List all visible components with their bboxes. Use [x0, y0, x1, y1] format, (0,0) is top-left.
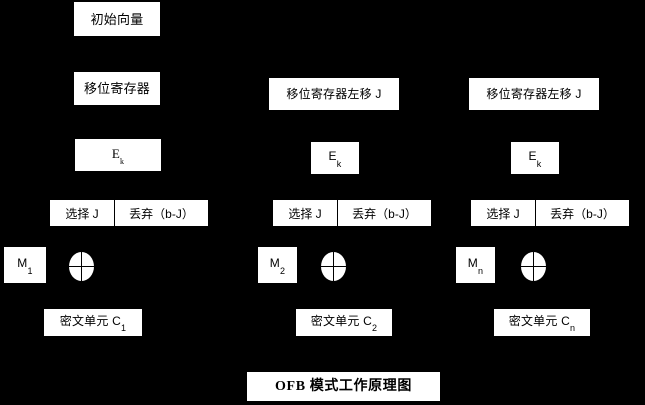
discard-label-col-2: 丢弃（b-J）	[352, 206, 417, 221]
encrypt-box-col-3: Ek	[511, 142, 559, 174]
discard-box-col-1: 丢弃（b-J）	[115, 200, 208, 226]
encrypt-label-col-3: Ek	[528, 149, 542, 169]
ciphertext-label-col-1: 密文单元 C1	[59, 313, 127, 334]
initial-vector-label: 初始向量	[90, 11, 144, 27]
encrypt-box-col-2: Ek	[311, 142, 359, 174]
shift-register-box-col-2: 移位寄存器左移 J	[269, 78, 399, 110]
discard-label-col-1: 丢弃（b-J）	[129, 206, 194, 221]
ciphertext-box-col-2: 密文单元 C2	[296, 309, 392, 336]
discard-box-col-2: 丢弃（b-J）	[338, 200, 431, 226]
select-box-col-3: 选择 J	[471, 200, 536, 226]
xor-gate-col-3	[521, 252, 546, 281]
encrypt-box-col-1: Ek	[75, 139, 161, 171]
select-box-col-1: 选择 J	[50, 200, 115, 226]
ciphertext-box-col-1: 密文单元 C1	[44, 309, 142, 336]
xor-gate-col-1	[69, 252, 94, 281]
page-title: OFB 模式工作原理图	[275, 378, 412, 394]
discard-box-col-3: 丢弃（b-J）	[536, 200, 629, 226]
ciphertext-label-col-3: 密文单元 Cn	[508, 313, 576, 334]
select-discard-group-col-3: 选择 J 丢弃（b-J）	[471, 200, 629, 226]
xor-gate-col-2	[321, 252, 346, 281]
select-box-col-2: 选择 J	[273, 200, 338, 226]
select-label-col-3: 选择 J	[486, 206, 520, 221]
ciphertext-box-col-3: 密文单元 Cn	[494, 309, 590, 336]
plaintext-label-col-2: M2	[269, 256, 286, 276]
select-discard-group-col-2: 选择 J 丢弃（b-J）	[273, 200, 431, 226]
xor-horizontal-bar	[521, 266, 546, 267]
ciphertext-label-col-2: 密文单元 C2	[310, 313, 378, 334]
diagram-title-box: OFB 模式工作原理图	[247, 372, 440, 401]
encrypt-label-col-2: Ek	[328, 149, 342, 169]
initial-vector-box: 初始向量	[74, 2, 160, 36]
plaintext-box-col-1: M1	[4, 247, 46, 283]
plaintext-label-col-1: M1	[17, 256, 33, 276]
select-label-col-1: 选择 J	[65, 206, 99, 221]
discard-label-col-3: 丢弃（b-J）	[550, 206, 615, 221]
xor-horizontal-bar	[69, 266, 94, 267]
plaintext-box-col-2: M2	[258, 247, 297, 283]
shift-register-label: 移位寄存器	[83, 81, 150, 96]
select-discard-group-col-1: 选择 J 丢弃（b-J）	[50, 200, 208, 226]
encrypt-label-col-1: Ek	[111, 145, 125, 167]
shift-register-label-col-2: 移位寄存器左移 J	[286, 87, 382, 101]
select-label-col-2: 选择 J	[288, 206, 322, 221]
xor-horizontal-bar	[321, 266, 346, 267]
shift-register-box-col-3: 移位寄存器左移 J	[469, 78, 599, 110]
shift-register-label-col-3: 移位寄存器左移 J	[486, 87, 582, 101]
shift-register-box-col-1: 移位寄存器	[74, 72, 160, 105]
plaintext-label-col-3: Mn	[467, 256, 484, 276]
plaintext-box-col-3: Mn	[456, 247, 495, 283]
